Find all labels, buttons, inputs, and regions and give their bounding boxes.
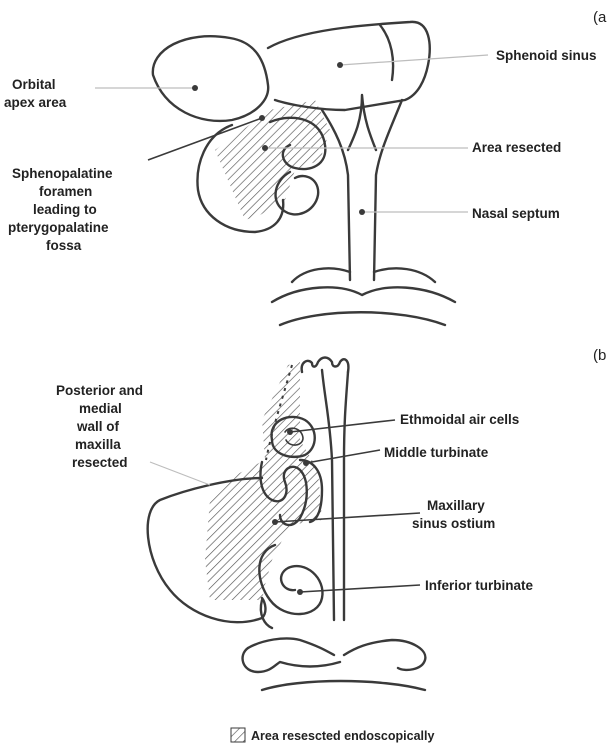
leader-sphenoid-sinus — [340, 55, 488, 65]
dot-inferior-turbinate — [297, 589, 303, 595]
svg-text:medial: medial — [79, 401, 122, 416]
panel-a: (a Orbital apex area — [4, 9, 607, 325]
leader-posterior-wall — [150, 462, 210, 485]
label-nasal-septum: Nasal septum — [472, 206, 560, 221]
dot-middle-turbinate — [303, 460, 309, 466]
legend-swatch — [231, 728, 245, 742]
dot-sphenopalatine — [259, 115, 265, 121]
septum-right-b — [344, 372, 348, 620]
dot-orbital-apex — [192, 85, 198, 91]
svg-text:Sphenopalatine: Sphenopalatine — [12, 166, 113, 181]
svg-text:Posterior and: Posterior and — [56, 383, 143, 398]
sphenoid-septum-line — [380, 25, 393, 80]
label-area-resected: Area resected — [472, 140, 561, 155]
label-maxillary-1: Maxillary — [427, 498, 485, 513]
palate-arc-3-b — [262, 681, 425, 690]
label-sphenoid-sinus: Sphenoid sinus — [496, 48, 597, 63]
orbital-apex-outline — [153, 36, 268, 121]
dot-ethmoidal — [287, 429, 293, 435]
septum-fork-a — [348, 95, 376, 150]
label-middle-turbinate: Middle turbinate — [384, 445, 489, 460]
inferior-turbinate-base — [261, 600, 272, 628]
svg-text:maxilla: maxilla — [75, 437, 121, 452]
dot-area-resected — [262, 145, 268, 151]
panel-b: (b Poster — [56, 347, 606, 690]
svg-text:pterygopalatine: pterygopalatine — [8, 220, 109, 235]
label-sphenopalatine: Sphenopalatine foramen leading to pteryg… — [8, 166, 113, 253]
svg-text:fossa: fossa — [46, 238, 82, 253]
svg-text:wall of: wall of — [76, 419, 120, 434]
dot-maxillary-ostium — [272, 519, 278, 525]
septum-head-b — [302, 358, 349, 373]
legend-label: Area resescted endoscopically — [251, 729, 434, 743]
label-posterior-wall: Posterior and medial wall of maxilla res… — [56, 383, 143, 470]
dot-sphenoid-sinus — [337, 62, 343, 68]
label-maxillary-2: sinus ostium — [412, 516, 495, 531]
svg-text:foramen: foramen — [39, 184, 92, 199]
panel-b-tag: (b — [593, 347, 606, 364]
legend: Area resescted endoscopically — [231, 728, 434, 743]
palate-arc-2-a — [272, 287, 455, 302]
label-ethmoidal: Ethmoidal air cells — [400, 412, 519, 427]
label-inferior-turbinate: Inferior turbinate — [425, 578, 533, 593]
svg-text:resected: resected — [72, 455, 128, 470]
area-resected-hatch-a — [215, 100, 330, 220]
septum-left-b — [322, 370, 334, 620]
leader-inferior-turbinate — [300, 585, 420, 592]
palate-arc-3-a — [280, 312, 445, 325]
label-orbital-apex-2: apex area — [4, 95, 67, 110]
sphenoid-sinus-outline — [268, 22, 430, 110]
dot-nasal-septum — [359, 209, 365, 215]
septum-right-a — [374, 100, 402, 280]
svg-text:leading to: leading to — [33, 202, 97, 217]
palate-arc-1-a — [292, 268, 435, 282]
label-orbital-apex-1: Orbital — [12, 77, 56, 92]
panel-a-tag: (a — [593, 9, 607, 26]
